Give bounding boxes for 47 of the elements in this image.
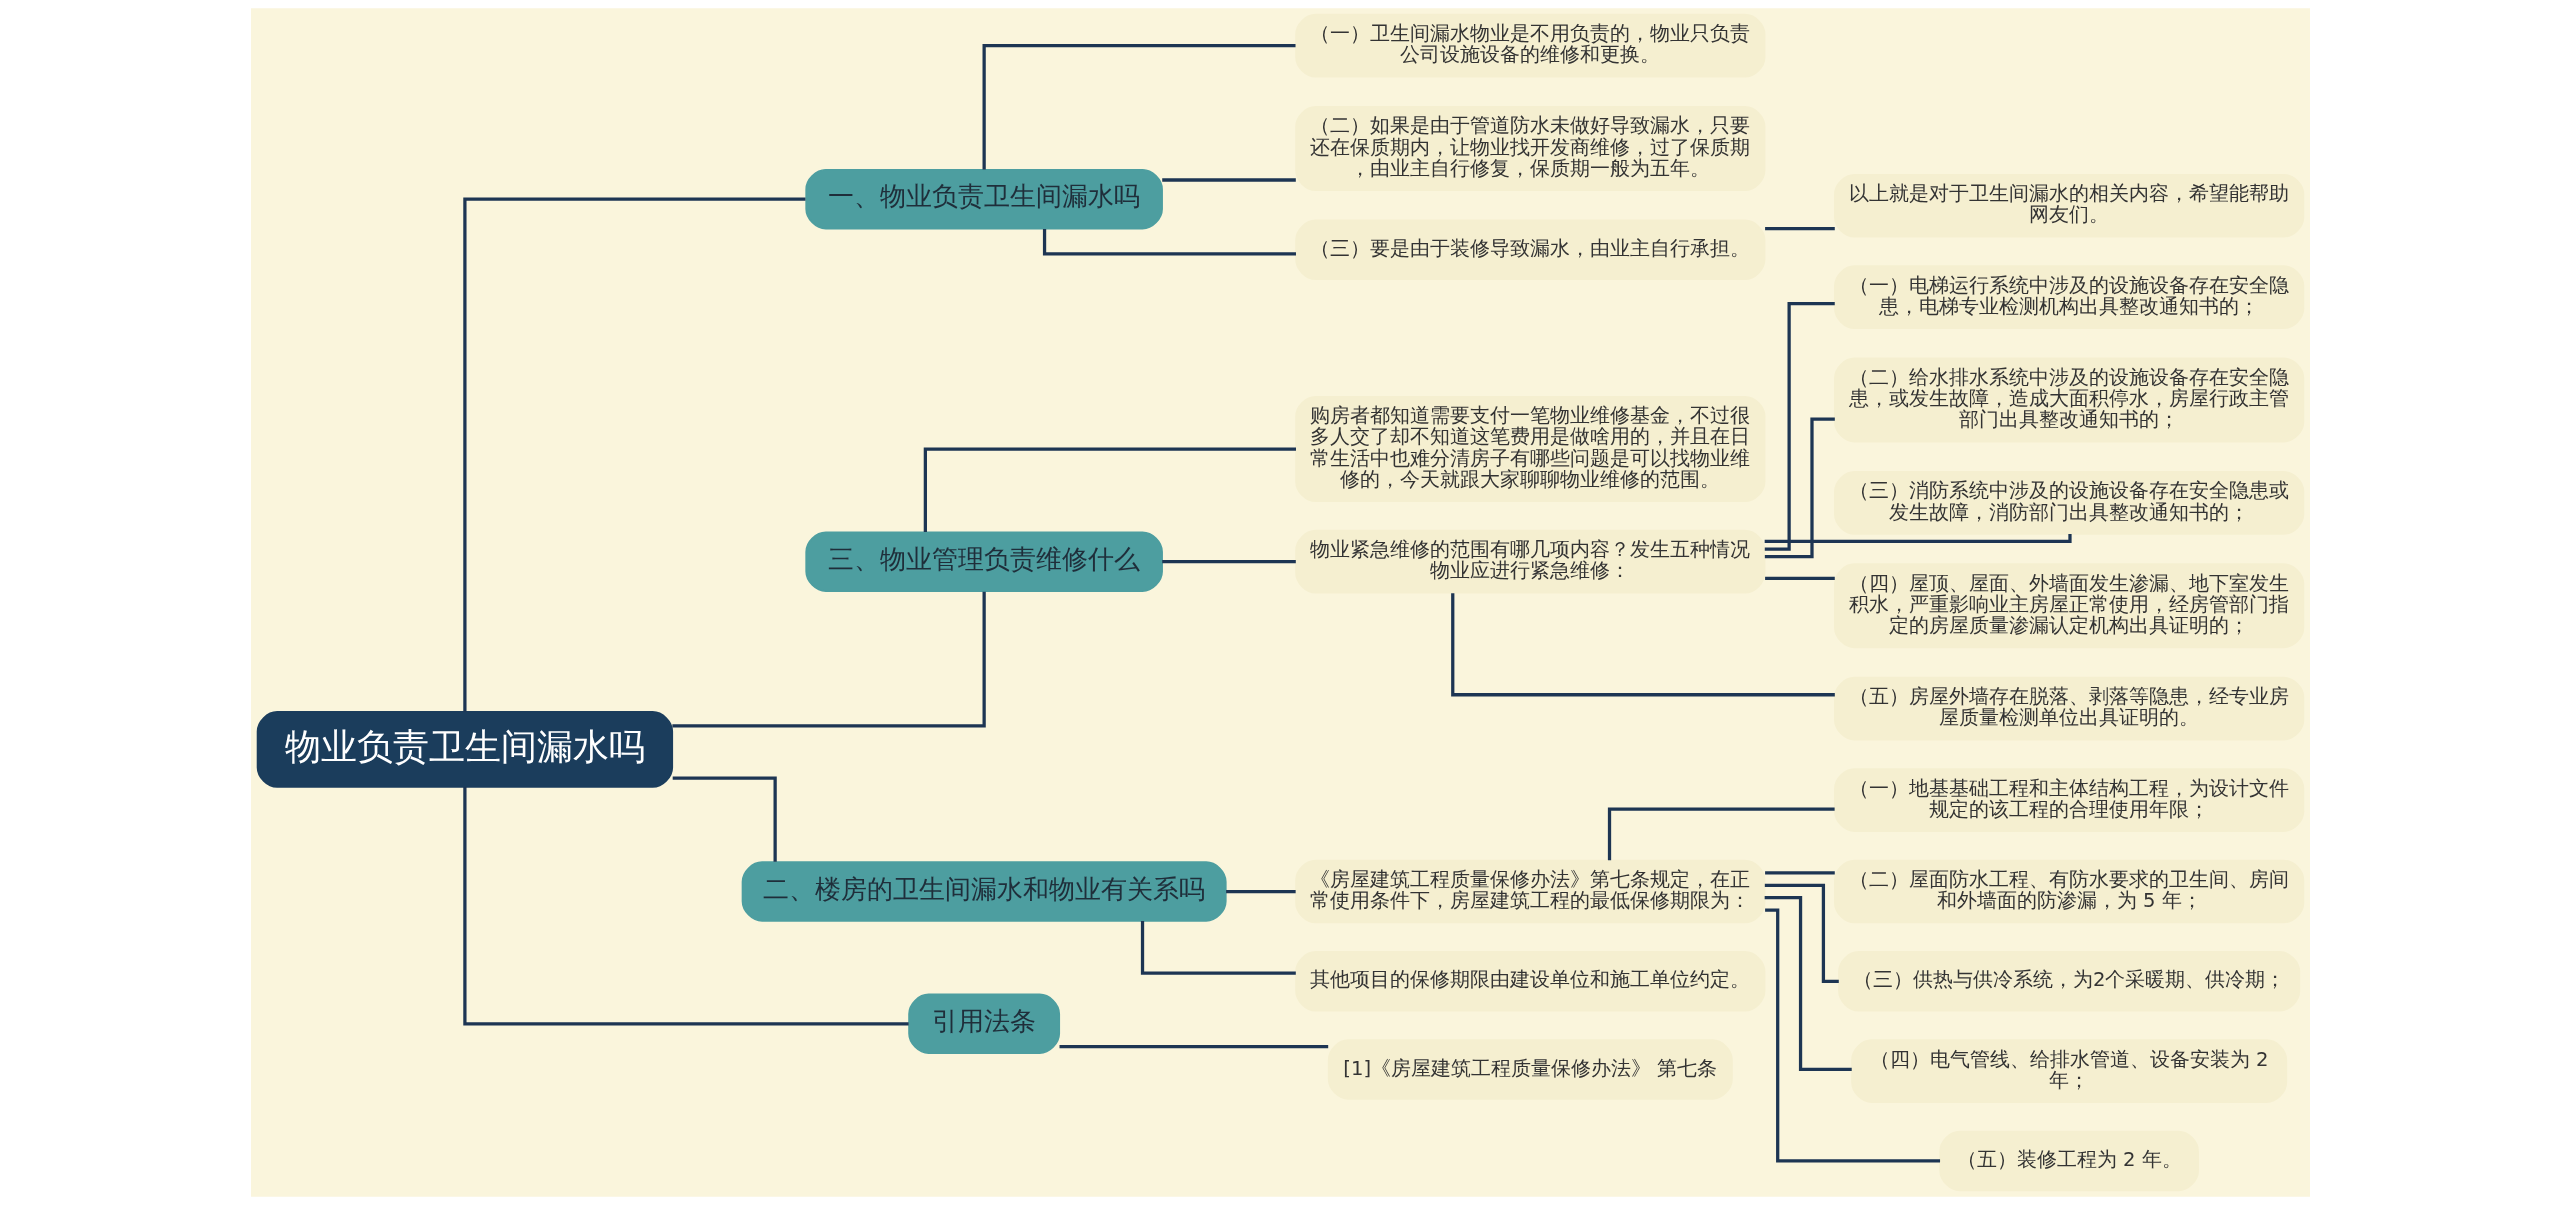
connector xyxy=(1764,226,1835,231)
connector xyxy=(1764,908,1940,1163)
node-box: （五）房屋外墙存在脱落、剥落等隐患，经专业房屋质量检测单位出具证明的。 xyxy=(1833,676,2304,741)
connector xyxy=(1764,302,1835,551)
connector xyxy=(1059,1045,1328,1049)
node-box: （一）地基基础工程和主体结构工程，为设计文件规定的该工程的合理使用年限； xyxy=(1833,768,2304,832)
node-box: [1]《房屋建筑工程质量保修办法》 第七条 xyxy=(1327,1039,1733,1100)
node-box: （二）给水排水系统中涉及的设施设备存在安全隐患，或发生故障，造成大面积停水，房屋行政主管部门出具整改通知书的； xyxy=(1833,357,2304,443)
node-box: （三）要是由于装修导致漏水，由业主自行承担。 xyxy=(1294,219,1765,280)
connector xyxy=(1607,807,1835,861)
connector xyxy=(1764,871,1835,875)
connector xyxy=(1764,417,1835,559)
connector xyxy=(1764,883,1839,983)
connector xyxy=(1161,560,1296,564)
connector xyxy=(982,44,1295,170)
connector xyxy=(1450,593,1835,697)
node-box: 二、楼房的卫生间漏水和物业有关系吗 xyxy=(741,861,1227,922)
node-box: 以上就是对于卫生间漏水的相关内容，希望能帮助网友们。 xyxy=(1833,173,2304,238)
node-box: （三）供热与供冷系统，为2个采暖期、供冷期； xyxy=(1837,951,2300,1012)
node-box: 引用法条 xyxy=(907,993,1060,1054)
node-box: 其他项目的保修期限由建设单位和施工单位约定。 xyxy=(1294,951,1765,1012)
node-box: 物业负责卫生间漏水吗 xyxy=(256,711,673,788)
connector xyxy=(672,776,777,862)
node-box: （一）卫生间漏水物业是不用负责的，物业只负责公司设施设备的维修和更换。 xyxy=(1294,13,1765,78)
node-box: （五）装修工程为 2 年。 xyxy=(1938,1130,2199,1192)
connector xyxy=(671,591,986,728)
connector xyxy=(1140,921,1296,975)
node-box: 《房屋建筑工程质量保修办法》第七条规定，在正常使用条件下，房屋建筑工程的最低保修期限为： xyxy=(1294,859,1765,924)
node-box: （三）消防系统中涉及的设施设备存在安全隐患或发生故障，消防部门出具整改通知书的； xyxy=(1833,471,2304,535)
connector xyxy=(1764,534,2072,544)
connector xyxy=(462,787,909,1026)
node-box: （四）屋顶、屋面、外墙面发生渗漏、地下室发生积水，严重影响业主房屋正常使用，经房管部门指定的房屋质量渗漏认定机构出具证明的； xyxy=(1833,563,2304,649)
connector xyxy=(1225,889,1296,894)
connector xyxy=(923,447,1296,533)
node-box: （四）电气管线、给排水管道、设备安装为 2 年； xyxy=(1850,1039,2287,1103)
connector xyxy=(1764,896,1852,1072)
node-box: （二）如果是由于管道防水未做好导致漏水，只要还在保质期内，让物业找开发商维修，过了保质期，由业主自行修复，保质期一般为五年。 xyxy=(1294,106,1765,192)
connector xyxy=(462,197,805,712)
connector xyxy=(1042,229,1296,256)
node-box: （二）屋面防水工程、有防水要求的卫生间、房间和外墙面的防渗漏，为 5 年； xyxy=(1833,859,2304,924)
node-box: 物业紧急维修的范围有哪几项内容？发生五种情况物业应进行紧急维修： xyxy=(1294,529,1765,594)
node-box: 三、物业管理负责维修什么 xyxy=(804,531,1163,592)
node-box: （一）电梯运行系统中涉及的设施设备存在安全隐患，电梯专业检测机构出具整改通知书的； xyxy=(1833,265,2304,329)
connector xyxy=(1161,178,1296,182)
node-box: 一、物业负责卫生间漏水吗 xyxy=(804,169,1163,230)
node-box: 购房者都知道需要支付一笔物业维修基金，不过很多人交了却不知道这笔费用是做啥用的，并且在日常生活中也难分清房子有哪些问题是可以找物业维修的，今天就跟大家聊聊物业维修的范围。 xyxy=(1294,395,1765,503)
connector xyxy=(1764,576,1835,581)
